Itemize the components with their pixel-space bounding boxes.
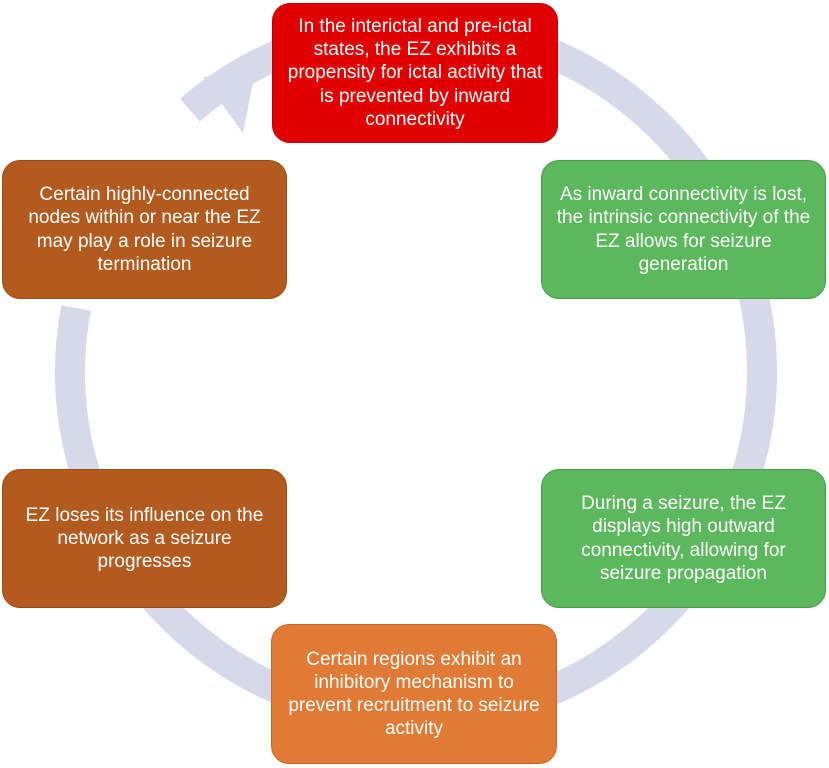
step-3-text: During a seizure, the EZ displays high o… <box>581 493 786 584</box>
step-4-text: Certain regions exhibit an inhibitory me… <box>288 648 540 740</box>
step-5-text: EZ loses its influence on the network as… <box>25 504 264 573</box>
step-2-box: As inward connectivity is lost, the intr… <box>541 160 826 299</box>
cycle-arrowhead-icon <box>203 58 258 133</box>
step-5-box: EZ loses its influence on the network as… <box>2 469 287 608</box>
step-1-box: In the interictal and pre-ictal states, … <box>272 3 558 143</box>
step-3-box: During a seizure, the EZ displays high o… <box>541 469 826 608</box>
step-2-text: As inward connectivity is lost, the intr… <box>556 184 811 275</box>
step-4-box: Certain regions exhibit an inhibitory me… <box>271 624 557 764</box>
step-1-text: In the interictal and pre-ictal states, … <box>287 16 543 130</box>
step-6-box: Certain highly-connected nodes within or… <box>2 160 287 299</box>
step-6-text: Certain highly-connected nodes within or… <box>28 184 261 275</box>
